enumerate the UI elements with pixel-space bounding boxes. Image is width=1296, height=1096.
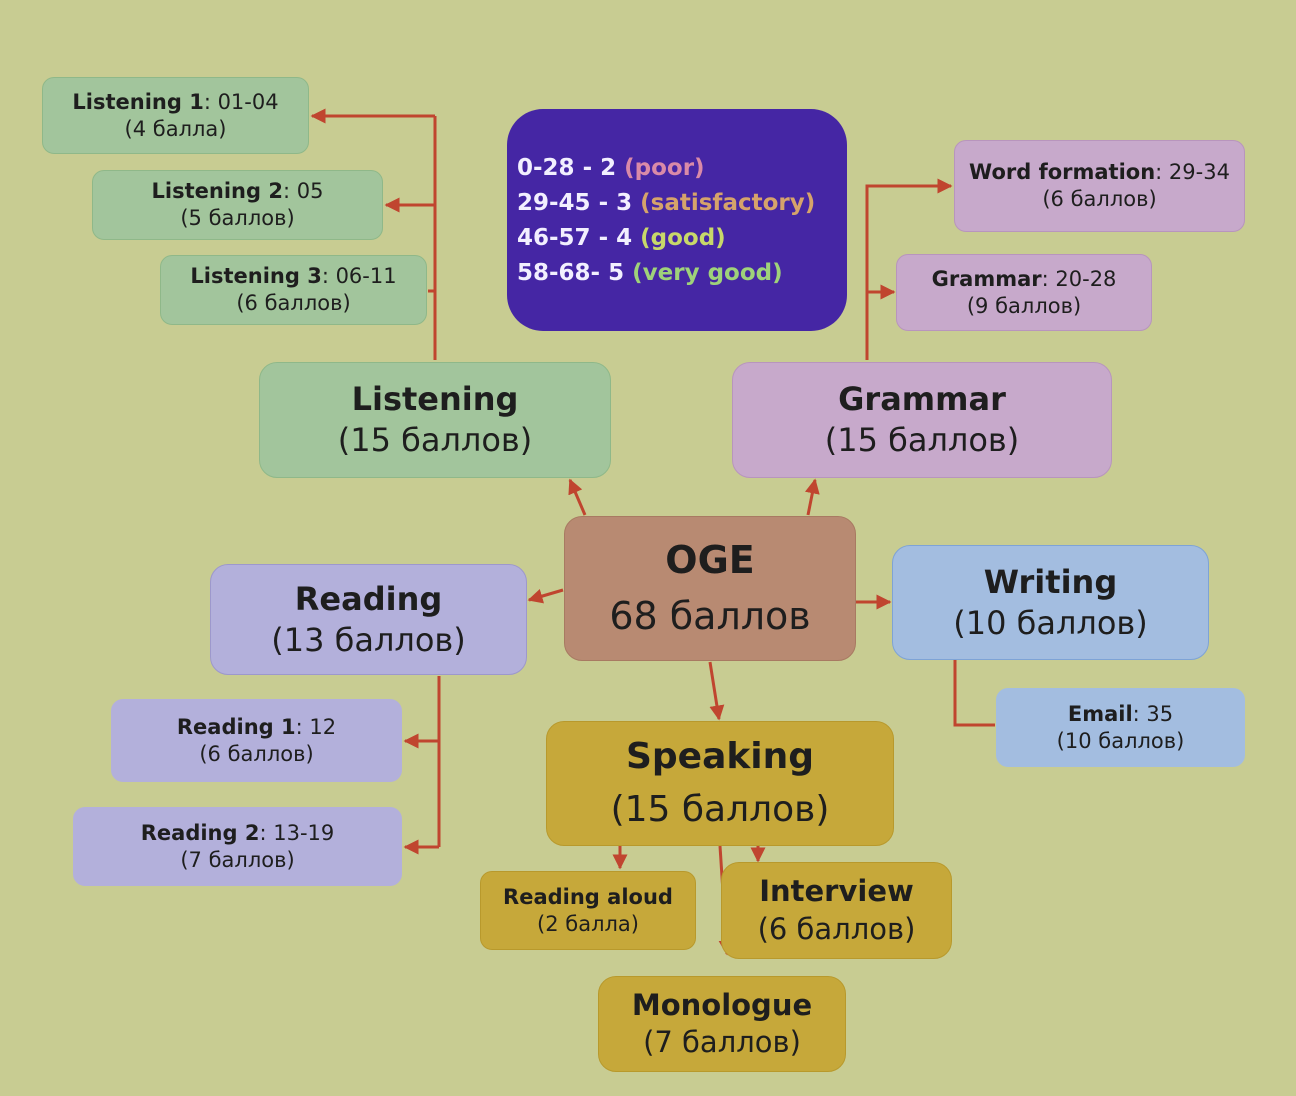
reading-aloud-node: Reading aloud (2 балла) (480, 871, 696, 950)
task-range: : 12 (295, 714, 337, 739)
task-points: (5 баллов) (180, 206, 295, 230)
legend-row-poor: 0-28 - 2 (poor) (517, 151, 847, 186)
oge-points: 68 баллов (609, 593, 811, 638)
task-name: Reading 1 (176, 714, 296, 739)
legend-row-good: 46-57 - 4 (good) (517, 221, 847, 256)
task-name: Listening 3 (190, 264, 322, 289)
task-name: Listening 1 (72, 89, 204, 114)
section-title: Writing (983, 562, 1118, 601)
section-points: (15 баллов) (610, 788, 830, 830)
task-points: (6 баллов) (1042, 187, 1157, 211)
reading-1-node: Reading 1: 12 (6 баллов) (111, 699, 402, 782)
legend-label: (very good) (632, 260, 783, 286)
legend-label: (good) (640, 225, 726, 251)
grammar-trunk (865, 178, 953, 360)
task-name: Listening 2 (151, 179, 283, 204)
monologue-node: Monologue (7 баллов) (598, 976, 846, 1072)
legend-range: 46-57 - 4 (517, 225, 633, 251)
legend-range: 29-45 - 3 (517, 190, 633, 216)
task-points: (9 баллов) (966, 293, 1082, 318)
task-range: : 35 (1132, 701, 1174, 726)
task-points: (4 балла) (124, 116, 227, 141)
monologue-points: (7 баллов) (643, 1025, 801, 1059)
task-points: (6 баллов) (199, 741, 314, 766)
writing-node: Writing (10 баллов) (892, 545, 1209, 660)
section-points: (15 баллов) (337, 421, 533, 459)
task-points: (10 баллов) (1056, 728, 1185, 753)
oge-node: OGE 68 баллов (564, 516, 856, 661)
legend-range: 58-68- 5 (517, 260, 625, 286)
task-range: : 20-28 (1041, 266, 1117, 291)
task-name: Reading 2 (140, 820, 260, 845)
listening-node: Listening (15 баллов) (259, 362, 611, 478)
reading-node: Reading (13 баллов) (210, 564, 527, 675)
legend-range: 0-28 - 2 (517, 155, 617, 181)
task-range: : 13-19 (259, 820, 335, 845)
section-points: (15 баллов) (824, 421, 1020, 459)
task-range: : 06-11 (321, 264, 397, 289)
section-title: Speaking (625, 736, 815, 778)
task-name: Word formation (969, 160, 1156, 185)
legend-row-very-good: 58-68- 5 (very good) (517, 256, 847, 291)
word-formation-node: Word formation: 29-34 (6 баллов) (954, 140, 1245, 232)
interview-node: Interview (6 баллов) (721, 862, 952, 959)
section-title: Grammar (838, 380, 1006, 419)
listening-3-node: Listening 3: 06-11 (6 баллов) (160, 255, 427, 325)
arrow-oge-listening (568, 478, 587, 516)
grammar-task-node: Grammar: 20-28 (9 баллов) (896, 254, 1152, 331)
task-range: : 05 (282, 179, 324, 204)
task-name: Grammar (931, 266, 1042, 291)
section-points: (13 баллов) (271, 620, 466, 659)
arrow-oge-reading (527, 588, 564, 604)
section-title: Listening (351, 380, 519, 419)
grammar-node: Grammar (15 баллов) (732, 362, 1112, 478)
task-range: : 29-34 (1155, 160, 1230, 185)
grade-legend: 0-28 - 2 (poor) 29-45 - 3 (satisfactory)… (507, 109, 847, 331)
task-points: (6 баллов) (236, 291, 351, 315)
task-points: (7 баллов) (180, 847, 295, 872)
writing-link (953, 660, 995, 727)
task-points: (2 балла) (537, 911, 639, 936)
section-points: (10 баллов) (953, 603, 1148, 642)
interview-points: (6 баллов) (757, 911, 916, 946)
email-node: Email: 35 (10 баллов) (996, 688, 1245, 767)
arrow-oge-speaking (708, 661, 725, 721)
task-name: Email (1067, 701, 1133, 726)
interview-title: Interview (759, 874, 914, 909)
speaking-node: Speaking (15 баллов) (546, 721, 894, 846)
task-range: : 01-04 (203, 89, 279, 114)
listening-1-node: Listening 1: 01-04 (4 балла) (42, 77, 309, 154)
section-title: Reading (294, 579, 443, 618)
legend-row-satisfactory: 29-45 - 3 (satisfactory) (517, 186, 847, 221)
legend-label: (satisfactory) (640, 190, 816, 216)
oge-title: OGE (665, 538, 755, 583)
listening-2-node: Listening 2: 05 (5 баллов) (92, 170, 383, 240)
reading-2-node: Reading 2: 13-19 (7 баллов) (73, 807, 402, 886)
task-name: Reading aloud (503, 884, 673, 909)
monologue-title: Monologue (631, 987, 813, 1022)
legend-label: (poor) (624, 155, 705, 181)
arrow-oge-grammar (804, 478, 820, 516)
